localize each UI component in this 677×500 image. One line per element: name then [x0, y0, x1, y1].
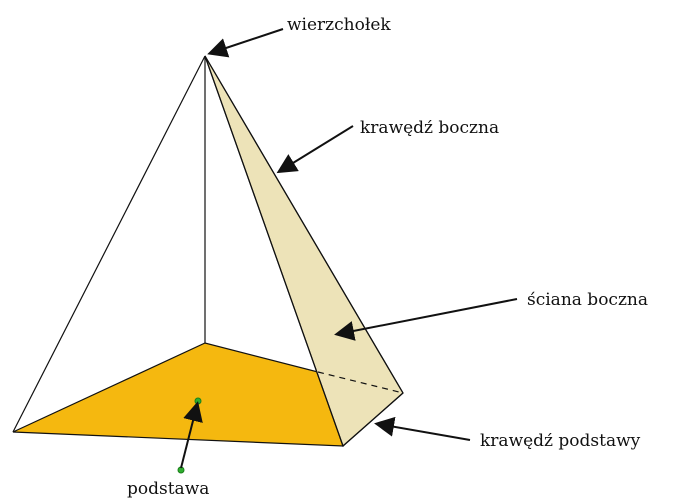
label-base-edge: krawędź podstawy: [480, 431, 641, 451]
label-lateral-face: ściana boczna: [527, 290, 648, 310]
base-center-point: [194, 397, 202, 405]
arrow-lateral-face: [334, 298, 518, 341]
edge-apex-right-corner: [204, 55, 404, 394]
label-base: podstawa: [127, 479, 209, 499]
edge-apex-left-corner: [12, 55, 206, 433]
label-lateral-edge: krawędź boczna: [360, 118, 499, 138]
edge-hidden-base: [317, 371, 404, 394]
pyramid-base: [12, 342, 344, 447]
arrow-base: [180, 401, 203, 469]
edge-base-front: [342, 392, 404, 447]
label-apex: wierzchołek: [287, 15, 391, 35]
edge-apex-front-corner: [204, 55, 344, 447]
arrow-base-edge: [374, 416, 471, 441]
arrow-apex: [207, 28, 284, 58]
arrow-lateral-edge: [276, 125, 354, 174]
